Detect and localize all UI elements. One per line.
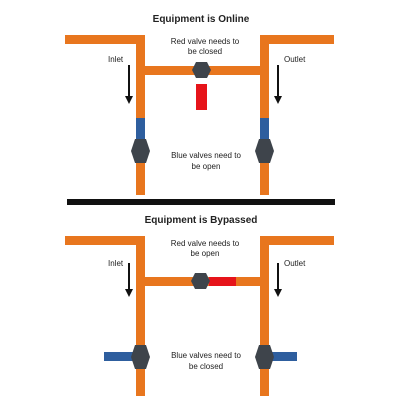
online-red-valve-body: [192, 62, 211, 78]
online-outlet-label: Outlet: [284, 55, 306, 64]
bypassed-outlet-pipe-horizontal: [260, 236, 334, 245]
bypassed-outlet-arrow: [274, 263, 282, 297]
online-blue-note-line1: Blue valves need to: [171, 151, 241, 160]
online-red-note-line1: Red valve needs to: [171, 37, 240, 46]
bypassed-outlet-label: Outlet: [284, 259, 306, 268]
bypassed-inlet-pipe-horizontal: [65, 236, 145, 245]
bypassed-panel: Equipment is Bypassed Inlet Outlet: [65, 215, 334, 396]
bypassed-title: Equipment is Bypassed: [145, 215, 258, 226]
bypassed-inlet-pipe-vertical: [136, 236, 145, 396]
online-panel: Equipment is Online Inlet Outlet Re: [65, 14, 334, 195]
bypassed-inlet-arrow: [125, 263, 133, 297]
online-inlet-arrow: [125, 65, 133, 104]
online-outlet-arrow: [274, 65, 282, 104]
bypassed-inlet-blue-valve-handle: [104, 352, 140, 361]
bypassed-inlet-blue-valve-body: [131, 345, 150, 369]
bypassed-red-note-line2: be open: [191, 249, 220, 258]
bypassed-outlet-blue-valve-body: [255, 345, 274, 369]
online-inlet-pipe-horizontal: [65, 35, 145, 44]
online-outlet-pipe-horizontal: [260, 35, 334, 44]
panel-divider: [67, 199, 335, 205]
online-red-valve-handle: [196, 84, 207, 110]
online-title: Equipment is Online: [153, 14, 250, 25]
online-blue-note-line2: be open: [192, 162, 221, 171]
online-red-note-line2: be closed: [188, 47, 222, 56]
bypassed-blue-note-line1: Blue valves need to: [171, 351, 241, 360]
online-inlet-pipe-vertical: [136, 35, 145, 195]
bypassed-red-note-line1: Red valve needs to: [171, 239, 240, 248]
bypassed-red-valve-body: [191, 273, 210, 289]
online-inlet-label: Inlet: [108, 55, 124, 64]
bypassed-red-valve-handle: [209, 277, 236, 286]
bypassed-outlet-pipe-vertical: [260, 236, 269, 396]
bypassed-inlet-label: Inlet: [108, 259, 124, 268]
bypassed-blue-note-line2: be closed: [189, 362, 223, 371]
online-inlet-blue-valve-handle: [136, 118, 145, 146]
online-outlet-blue-valve-body: [255, 139, 274, 163]
bypassed-outlet-blue-valve-handle: [265, 352, 297, 361]
online-outlet-blue-valve-handle: [260, 118, 269, 146]
online-inlet-blue-valve-body: [131, 139, 150, 163]
online-outlet-pipe-vertical: [260, 35, 269, 195]
